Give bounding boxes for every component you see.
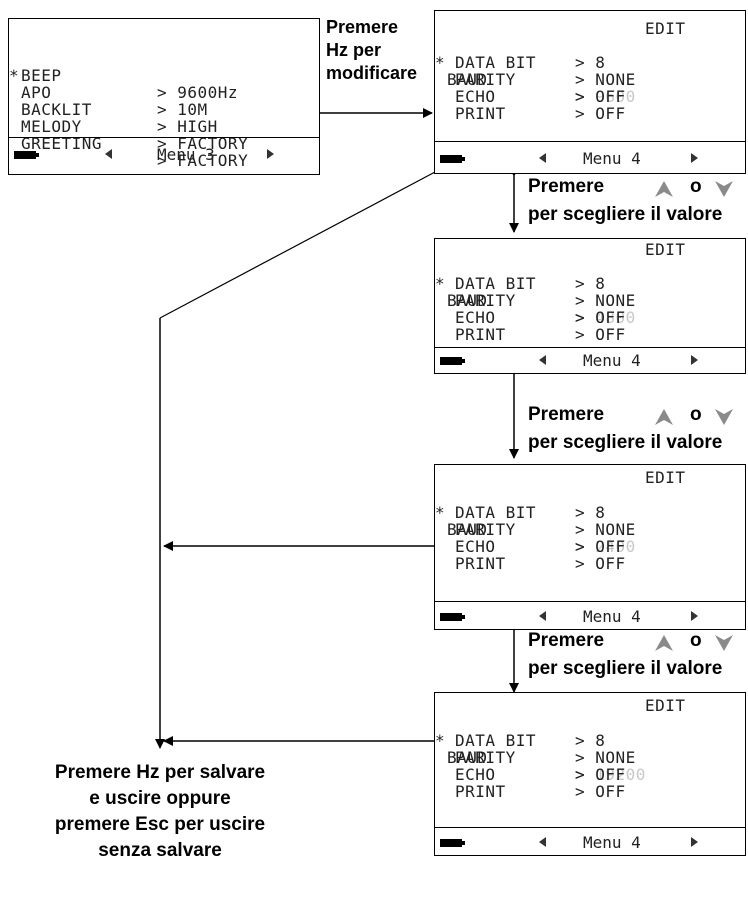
lcd-row: ECHO> OFF [455,537,626,556]
battery-icon [440,155,465,163]
lcd-divider [9,137,319,138]
row-name: MELODY [21,117,82,136]
lcd-status-bar: Menu 3 [9,145,319,165]
edit-label: EDIT [645,240,686,259]
baud-value: 4800 [595,308,636,327]
lcd-row: DATA BIT> 8 [455,274,606,293]
lcd-row: DATA BIT> 8 [455,53,606,72]
up-triangle-icon [655,635,673,651]
step-caption-line2: per scegliere il valore [528,658,723,679]
lcd-row: DATA BIT> 8 [455,503,606,522]
lcd-divider [435,347,745,348]
step-caption-o: o [690,404,702,425]
step-caption-premere: Premere [528,404,605,425]
lcd-row: MELODY > FACTORY [9,84,319,152]
right-arrow-icon [267,149,274,159]
row-name: BACKLIT [21,100,92,119]
baud-value: 19200 [595,765,646,784]
row-value: > 10M [157,100,208,119]
lcd-status-bar: Menu 4 [435,607,745,627]
lcd-row-baud: * BAUD > 9600 [435,53,636,106]
lcd-screen-menu3: BEEP > 9600Hz * APO > 10M BACKLIT > HIGH… [8,18,320,175]
lcd-row: PARITY> NONE [455,291,636,310]
lcd-row: GREETING > FACTORY [9,101,319,169]
step-caption-o: o [690,630,702,651]
menu-label: Menu 4 [583,833,641,852]
lcd-row: BEEP > 9600Hz [9,33,319,101]
lcd-screen-edit-4: EDIT * BAUD > 19200 DATA BIT> 8 PARITY> … [434,692,746,856]
down-triangle-icon [715,635,733,651]
battery-icon [440,839,465,847]
battery-icon [14,151,39,159]
lcd-status-bar: Menu 4 [435,833,745,853]
battery-icon [440,613,465,621]
lcd-row: BACKLIT > HIGH [9,67,319,135]
row-value: > HIGH [157,117,218,136]
step-caption-line2: per scegliere il valore [528,204,723,225]
right-arrow-icon [691,611,698,621]
row-name: GREETING [21,134,103,153]
lcd-divider [435,827,745,828]
lcd-row: PARITY> NONE [455,748,636,767]
lcd-row: ECHO> OFF [455,308,626,327]
lcd-divider [435,141,745,142]
battery-icon [440,357,465,365]
left-arrow-icon [105,149,112,159]
lcd-row: PRINT> OFF [455,325,626,344]
up-triangle-icon [655,409,673,425]
left-arrow-icon [539,153,546,163]
right-arrow-icon [691,153,698,163]
left-arrow-icon [539,355,546,365]
lcd-row-baud: * BAUD > 19200 [435,731,646,784]
row-value: > FACTORY [157,134,249,153]
lcd-row: PARITY> NONE [455,520,636,539]
lcd-row-baud: * BAUD > 4800 [435,274,636,327]
row-value: > 9600Hz [157,83,239,102]
menu-label: Menu 4 [583,351,641,370]
right-arrow-icon [691,837,698,847]
menu-label: Menu 4 [583,149,641,168]
menu-label: Menu 4 [583,607,641,626]
lcd-screen-edit-3: EDIT * BAUD > 2400 DATA BIT> 8 PARITY> N… [434,464,746,630]
lcd-screen-edit-2: EDIT * BAUD > 4800 DATA BIT> 8 PARITY> N… [434,238,746,374]
lcd-status-bar: Menu 4 [435,351,745,371]
row-name: BEEP [21,66,62,85]
lcd-row: ECHO> OFF [455,765,626,784]
step-caption-line2: per scegliere il valore [528,432,723,453]
lcd-status-bar: Menu 4 [435,149,745,169]
edit-label: EDIT [645,19,686,38]
baud-value: 9600 [595,87,636,106]
right-arrow-icon [691,355,698,365]
lcd-row-baud: * BAUD > 2400 [435,503,636,556]
row-name: APO [21,83,52,102]
lcd-row: PARITY> NONE [455,70,636,89]
lcd-row: PRINT> OFF [455,104,626,123]
down-triangle-icon [715,181,733,197]
top-caption: Premere Hz per modificare [326,17,418,83]
menu-label: Menu 3 [157,145,215,164]
lcd-row: PRINT> OFF [455,554,626,573]
lcd-row: DATA BIT> 8 [455,731,606,750]
step-caption-premere: Premere [528,176,605,197]
down-triangle-icon [715,409,733,425]
diagonal-line [159,171,436,319]
lcd-divider [435,601,745,602]
lcd-screen-edit-1: EDIT * BAUD > 9600 DATA BIT> 8 PARITY> N… [434,10,746,174]
step-caption-o: o [690,176,702,197]
step-caption-premere: Premere [528,630,605,651]
left-arrow-icon [539,611,546,621]
lcd-row: PRINT> OFF [455,782,626,801]
edit-label: EDIT [645,696,686,715]
baud-value: 2400 [595,537,636,556]
lcd-row: ECHO> OFF [455,87,626,106]
left-arrow-icon [539,837,546,847]
edit-label: EDIT [645,468,686,487]
lcd-row: * APO > 10M [9,66,208,119]
row-value: > FACTORY [157,151,249,170]
bottom-caption: Premere Hz per salvare e uscire oppure p… [54,762,266,861]
up-triangle-icon [655,181,673,197]
